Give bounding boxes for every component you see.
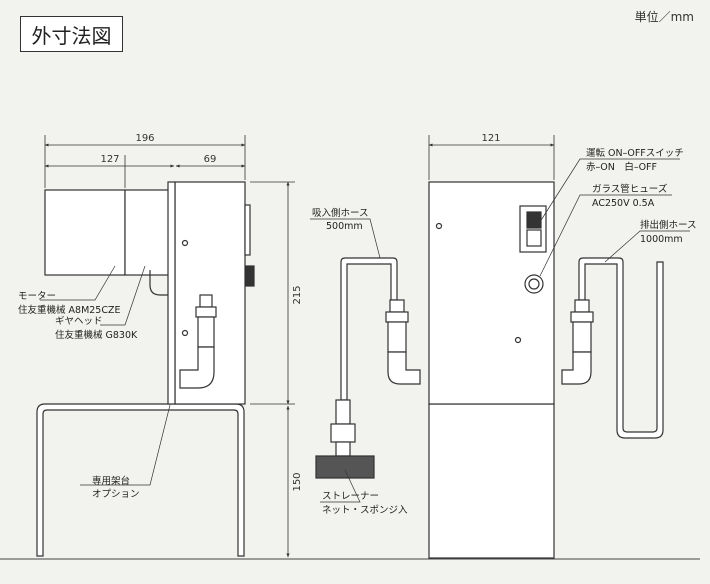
- switch-on: [526, 211, 542, 229]
- screw: [181, 329, 189, 337]
- intake-body: [387, 321, 407, 353]
- switch-label-1: 運転 ON–OFFスイッチ: [586, 148, 684, 159]
- stand-front: [428, 403, 555, 559]
- fuse-label-1: ガラス管ヒューズ: [592, 183, 668, 195]
- screw: [514, 336, 522, 344]
- elbow: [179, 346, 215, 389]
- side-view: [36, 181, 255, 557]
- strainer-pipe: [335, 399, 351, 425]
- motor-label-1: モーター: [18, 291, 56, 302]
- discharge-fitting: [574, 299, 590, 313]
- gear-label-2: 住友重機械 G830K: [55, 329, 138, 341]
- fitting: [199, 294, 213, 308]
- strainer: [315, 455, 375, 479]
- intake-label-2: 500mm: [326, 221, 363, 232]
- stand-label-2: オプション: [92, 489, 140, 500]
- switch-off: [526, 229, 542, 247]
- stand: [36, 403, 245, 557]
- dim-total-width: 196: [135, 133, 154, 144]
- discharge-label-2: 1000mm: [640, 234, 683, 245]
- strainer-neck: [335, 441, 351, 457]
- stand-label-1: 専用架台: [92, 475, 130, 487]
- discharge-elbow: [561, 351, 592, 385]
- side-fuse: [245, 265, 255, 287]
- fuse-cap: [528, 278, 540, 290]
- mount-plate: [167, 181, 176, 405]
- motor-cable: [149, 270, 175, 296]
- intake-label-1: 吸入側ホース: [312, 207, 369, 219]
- fitting-body: [197, 316, 215, 348]
- discharge-leader: [604, 230, 690, 263]
- screw: [435, 222, 443, 230]
- fitting-nut: [195, 306, 217, 318]
- discharge-body: [572, 321, 592, 353]
- discharge-hose: [578, 257, 664, 439]
- fuse-label-2: AC250V 0.5A: [592, 198, 655, 209]
- dim-motor-width: 127: [100, 154, 119, 165]
- dim-height: 215: [292, 285, 303, 304]
- strainer-label-2: ネット・スポンジ入: [322, 505, 408, 516]
- motor-label-2: 住友重機械 A8M25CZE: [18, 304, 121, 316]
- strainer-nut: [330, 423, 356, 443]
- side-switch: [244, 204, 251, 256]
- motor-leader: [40, 265, 116, 301]
- stand-leader: [80, 404, 171, 486]
- front-view: [315, 181, 664, 559]
- front-dims: [428, 135, 555, 180]
- strainer-label-1: ストレーナー: [322, 491, 379, 502]
- discharge-nut: [570, 311, 594, 323]
- fuse-leader: [539, 194, 672, 277]
- screw: [181, 239, 189, 247]
- strainer-leader: [320, 469, 361, 503]
- gear-leader: [100, 265, 146, 326]
- dim-box-depth: 69: [204, 154, 217, 165]
- page-title: 外寸法図: [20, 16, 123, 52]
- gear-label-1: ギヤヘッド: [55, 316, 103, 327]
- intake-leader: [310, 218, 381, 259]
- intake-fitting: [389, 299, 405, 313]
- discharge-label-1: 排出側ホース: [640, 219, 697, 231]
- switch-leader: [537, 158, 680, 226]
- switch-label-2: 赤–ON 白–OFF: [586, 161, 657, 173]
- side-dims: [44, 135, 295, 558]
- motor: [44, 189, 126, 276]
- dim-stand-height: 150: [292, 472, 303, 491]
- intake-nut: [385, 311, 409, 323]
- unit-label: 単位／mm: [634, 10, 694, 24]
- dim-front-width: 121: [481, 133, 500, 144]
- intake-elbow: [387, 351, 421, 385]
